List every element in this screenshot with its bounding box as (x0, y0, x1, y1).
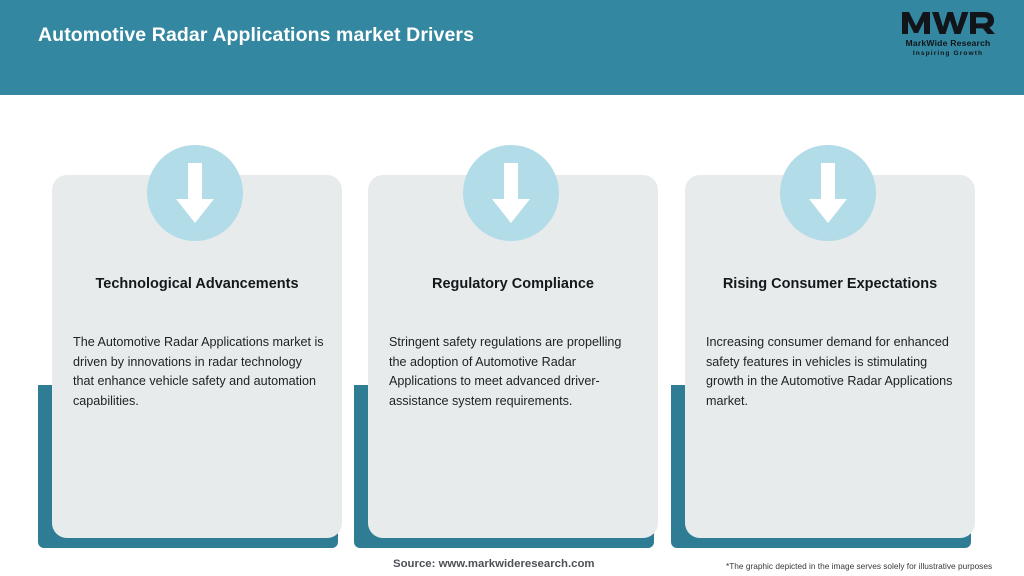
card-title: Rising Consumer Expectations (722, 276, 938, 292)
card-description: Stringent safety regulations are propell… (389, 335, 622, 408)
arrow-down-icon (780, 145, 876, 241)
driver-card[interactable]: Rising Consumer Expectations Increasing … (671, 145, 975, 550)
logo-company-name: MarkWide Research (905, 38, 991, 48)
source-label: Source: www.markwideresearch.com (393, 558, 595, 570)
card-description: Increasing consumer demand for enhanced … (706, 335, 953, 408)
page-title: Automotive Radar Applications market Dri… (38, 24, 475, 46)
card-title: Regulatory Compliance (432, 276, 594, 292)
driver-card[interactable]: Technological Advancements The Automotiv… (38, 145, 342, 550)
arrow-down-glyph-icon (492, 163, 530, 223)
card-panel: Technological Advancements The Automotiv… (52, 175, 342, 538)
mwr-logomark-icon (902, 12, 995, 34)
arrow-down-icon (463, 145, 559, 241)
arrow-down-glyph-icon (176, 163, 214, 223)
card-description: The Automotive Radar Applications market… (73, 335, 324, 408)
brand-logo: MarkWide Research Inspiring Growth (892, 8, 1004, 64)
logo-tagline: Inspiring Growth (912, 50, 984, 57)
driver-card[interactable]: Regulatory Compliance Stringent safety r… (354, 145, 658, 550)
card-title: Technological Advancements (95, 276, 299, 292)
arrow-down-glyph-icon (809, 163, 847, 223)
card-panel: Regulatory Compliance Stringent safety r… (368, 175, 658, 538)
arrow-down-icon (147, 145, 243, 241)
disclaimer-note: *The graphic depicted in the image serve… (726, 561, 993, 571)
header-bar: Automotive Radar Applications market Dri… (0, 0, 1024, 95)
